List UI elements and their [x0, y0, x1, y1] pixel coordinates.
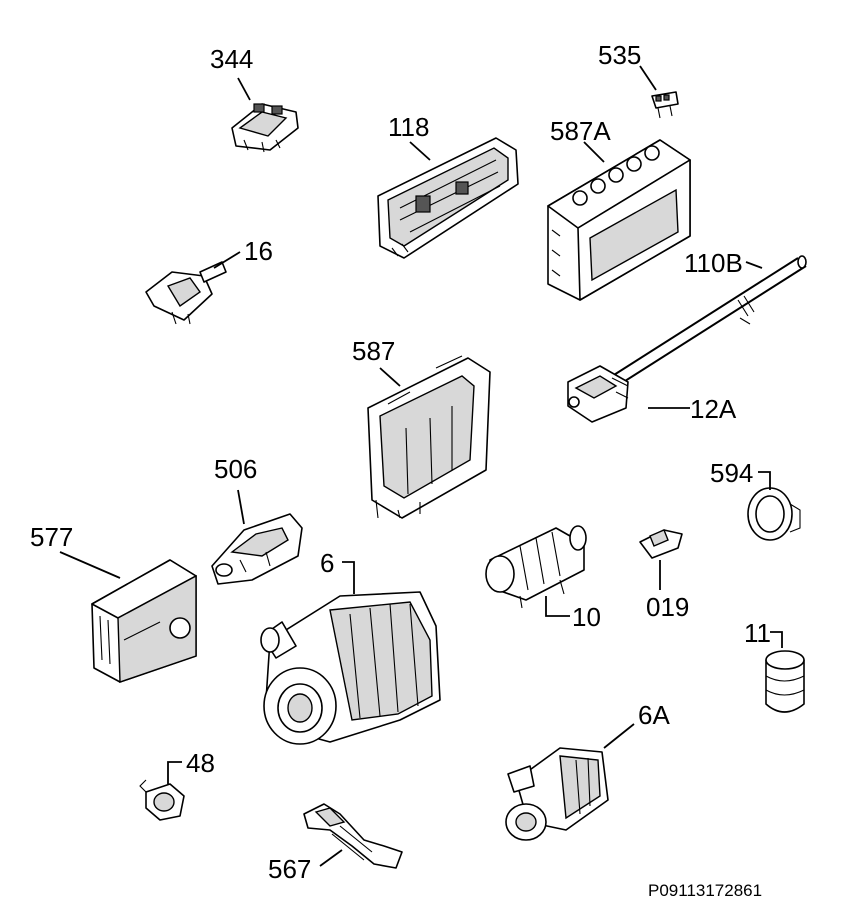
part-567-drawing: [303, 803, 403, 869]
part-110B-drawing: [605, 255, 807, 389]
part-019-drawing: [639, 529, 683, 559]
label-48: 48: [186, 748, 215, 778]
label-594: 594: [710, 458, 754, 488]
leader-110B: [745, 261, 763, 269]
label-6A: 6A: [638, 700, 670, 730]
part-506-drawing: [211, 513, 303, 585]
part-11-drawing: [765, 650, 805, 713]
label-567: 567: [268, 854, 312, 884]
part-6-drawing: [260, 591, 441, 745]
part-48-drawing: [139, 779, 185, 821]
leader-506: [237, 489, 245, 525]
leader-48: [167, 761, 182, 784]
drawing-code: P09113172861: [648, 881, 763, 900]
part-16-drawing: [145, 261, 227, 325]
label-118: 118: [388, 112, 430, 142]
label-587: 587: [352, 336, 396, 366]
label-535: 535: [598, 40, 642, 70]
part-6A-drawing: [505, 747, 609, 841]
part-587-drawing: [367, 355, 491, 519]
label-587A: 587A: [550, 116, 611, 146]
leader-594: [758, 471, 771, 490]
part-587A-drawing: [547, 139, 691, 301]
label-577: 577: [30, 522, 74, 552]
label-344: 344: [210, 44, 254, 74]
part-10-drawing: [485, 525, 587, 609]
leader-6A: [603, 723, 635, 749]
part-594-drawing: [747, 487, 801, 541]
leader-577: [59, 551, 121, 579]
part-118-drawing: [377, 137, 519, 259]
leader-11: [770, 631, 783, 648]
part-577-drawing: [91, 559, 197, 683]
part-344-drawing: [231, 103, 299, 153]
leader-118: [409, 141, 431, 161]
leader-10: [545, 596, 570, 617]
label-506: 506: [214, 454, 258, 484]
leader-587: [379, 367, 401, 387]
leader-535: [639, 65, 657, 91]
label-6: 6: [320, 548, 335, 578]
label-110B: 110B: [684, 248, 743, 278]
label-16: 16: [244, 236, 273, 266]
label-11: 11: [744, 618, 771, 648]
leader-567: [319, 849, 343, 867]
leader-587A: [583, 141, 605, 163]
part-12A-drawing: [567, 365, 629, 423]
part-535-drawing: [651, 91, 679, 119]
leader-6: [342, 561, 355, 594]
label-12A: 12A: [690, 394, 737, 424]
label-10: 10: [572, 602, 601, 632]
leader-344: [237, 77, 251, 101]
leader-16: [213, 251, 241, 269]
label-019: 019: [646, 592, 690, 622]
